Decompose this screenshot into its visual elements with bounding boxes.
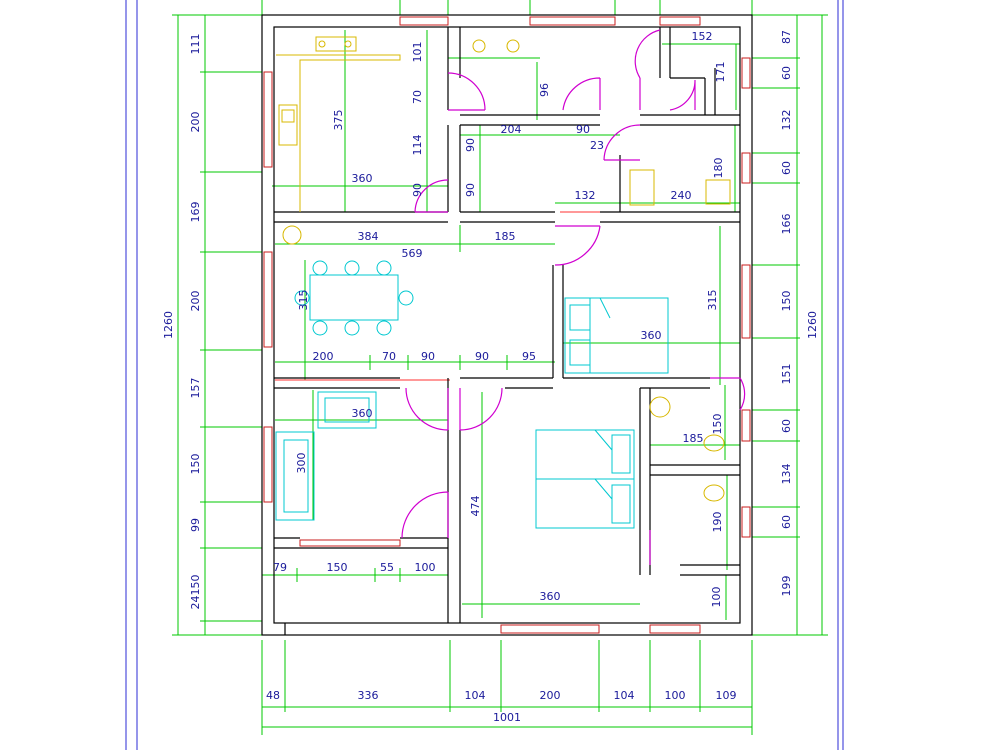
corridor-cabinet bbox=[629, 169, 655, 206]
dim-bottom-104: 104 bbox=[465, 689, 486, 702]
dim-bottom-100: 100 bbox=[665, 689, 686, 702]
dim-living-185: 185 bbox=[495, 230, 516, 243]
dim-corr-180: 180 bbox=[712, 158, 725, 179]
dim-living-384: 384 bbox=[358, 230, 379, 243]
dim-bottom-48: 48 bbox=[266, 689, 280, 702]
dim-corr-23: 23 bbox=[590, 139, 604, 152]
dim-corr-240: 240 bbox=[671, 189, 692, 202]
twin-beds bbox=[535, 429, 635, 529]
dim-porch-55: 55 bbox=[380, 561, 394, 574]
dim-row-90b: 90 bbox=[475, 350, 489, 363]
kitchen-counter bbox=[276, 36, 401, 212]
dim-corr-132: 132 bbox=[575, 189, 596, 202]
dim-right-132: 132 bbox=[780, 110, 793, 131]
dim-corr-96: 96 bbox=[538, 83, 551, 97]
dim-bath-171: 171 bbox=[714, 62, 727, 83]
dimension-lines bbox=[172, 0, 828, 735]
dim-lounge-300: 300 bbox=[295, 453, 308, 474]
dim-right-150: 150 bbox=[780, 291, 793, 312]
dim-right-199: 199 bbox=[780, 576, 793, 597]
dim-right-total: 1260 bbox=[806, 311, 819, 339]
dim-right-60d: 60 bbox=[780, 515, 793, 529]
dim-right-87: 87 bbox=[780, 30, 793, 44]
dining-table bbox=[294, 260, 414, 336]
double-bed bbox=[564, 297, 669, 374]
dim-row-70: 70 bbox=[382, 350, 396, 363]
drawing-frame bbox=[125, 0, 844, 750]
armchair bbox=[317, 391, 377, 429]
toilet-upper bbox=[703, 434, 725, 452]
dim-lounge-360: 360 bbox=[352, 407, 373, 420]
dim-left-200: 200 bbox=[189, 112, 202, 133]
dim-bedroom2-474: 474 bbox=[469, 496, 482, 517]
dim-left-157: 157 bbox=[189, 378, 202, 399]
dim-right-60b: 60 bbox=[780, 161, 793, 175]
dim-bottom-109: 109 bbox=[716, 689, 737, 702]
dim-bedroom2-100: 100 bbox=[710, 587, 723, 608]
hall-sink bbox=[282, 225, 302, 245]
dim-right-151: 151 bbox=[780, 364, 793, 385]
dim-bottom-200: 200 bbox=[540, 689, 561, 702]
toilet-lower bbox=[703, 484, 725, 502]
dim-wc-190: 190 bbox=[711, 512, 724, 533]
dim-left-111: 111 bbox=[189, 34, 202, 55]
dim-bath-152: 152 bbox=[692, 30, 713, 43]
dim-row-200: 200 bbox=[313, 350, 334, 363]
dim-kitchen-width: 360 bbox=[352, 172, 373, 185]
dim-left-99: 99 bbox=[189, 518, 202, 532]
dim-left-24150: 24150 bbox=[189, 575, 202, 610]
dim-left-169: 169 bbox=[189, 202, 202, 223]
dim-left-200b: 200 bbox=[189, 291, 202, 312]
dim-bottom-336: 336 bbox=[358, 689, 379, 702]
dim-bottom-total: 1001 bbox=[493, 711, 521, 724]
dim-dining-315: 315 bbox=[297, 290, 310, 311]
dim-bedroom1-315: 315 bbox=[706, 290, 719, 311]
dim-porch-100: 100 bbox=[415, 561, 436, 574]
dim-right-60: 60 bbox=[780, 66, 793, 80]
dim-right-134: 134 bbox=[780, 464, 793, 485]
dim-kitchen-90: 90 bbox=[411, 183, 424, 197]
bath-sinks bbox=[472, 39, 520, 53]
sofa bbox=[275, 431, 315, 521]
doors bbox=[401, 29, 746, 565]
dim-wc-185: 185 bbox=[683, 432, 704, 445]
dim-row-90a: 90 bbox=[421, 350, 435, 363]
dim-left-total: 1260 bbox=[162, 311, 175, 339]
dim-left-150: 150 bbox=[189, 454, 202, 475]
dim-kitchen-70: 70 bbox=[411, 90, 424, 104]
dim-bedroom1-360: 360 bbox=[641, 329, 662, 342]
dim-corr-90: 90 bbox=[576, 123, 590, 136]
dim-hall-90a: 90 bbox=[464, 138, 477, 152]
dimension-labels: 111 200 169 200 157 150 99 24150 1260 87… bbox=[162, 30, 819, 724]
wc-sink bbox=[649, 396, 671, 418]
corridor-sink bbox=[705, 179, 731, 205]
dim-porch-79: 79 bbox=[273, 561, 287, 574]
fixtures bbox=[276, 36, 731, 502]
furniture bbox=[275, 260, 669, 529]
dim-kitchen-101: 101 bbox=[411, 42, 424, 63]
dim-living-569: 569 bbox=[402, 247, 423, 260]
dim-corr-204: 204 bbox=[501, 123, 522, 136]
dim-right-60c: 60 bbox=[780, 419, 793, 433]
dim-hall-90b: 90 bbox=[464, 183, 477, 197]
dim-porch-150: 150 bbox=[327, 561, 348, 574]
windows bbox=[263, 16, 751, 634]
dim-wc-150: 150 bbox=[711, 414, 724, 435]
dim-kitchen-114: 114 bbox=[411, 135, 424, 156]
dim-right-166: 166 bbox=[780, 214, 793, 235]
dim-kitchen-height: 375 bbox=[332, 110, 345, 131]
walls bbox=[261, 14, 753, 636]
dim-bedroom2-360: 360 bbox=[540, 590, 561, 603]
dim-bottom-104b: 104 bbox=[614, 689, 635, 702]
dim-row-95: 95 bbox=[522, 350, 536, 363]
